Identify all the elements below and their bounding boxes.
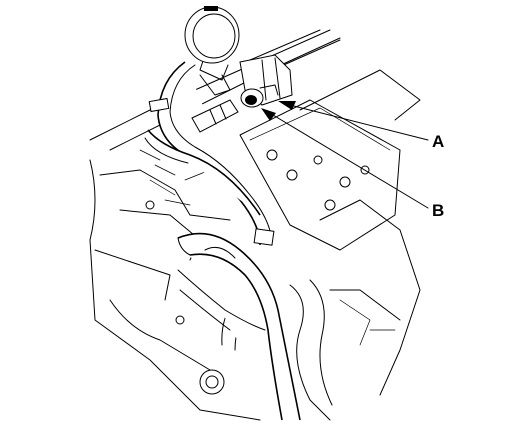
leader-line-a [285, 103, 429, 141]
arrowhead-a [278, 101, 296, 110]
pressure-gauge [184, 6, 240, 96]
hose-fitting [191, 54, 293, 133]
fuel-hose [177, 232, 301, 421]
arrowhead-b [261, 108, 276, 121]
leader-line-b [267, 111, 429, 209]
callout-label-a: A [432, 132, 444, 151]
callout-arrows [261, 101, 429, 209]
callout-label-b: B [432, 201, 444, 220]
engine-block [89, 29, 421, 421]
gauge-hose [144, 61, 275, 246]
